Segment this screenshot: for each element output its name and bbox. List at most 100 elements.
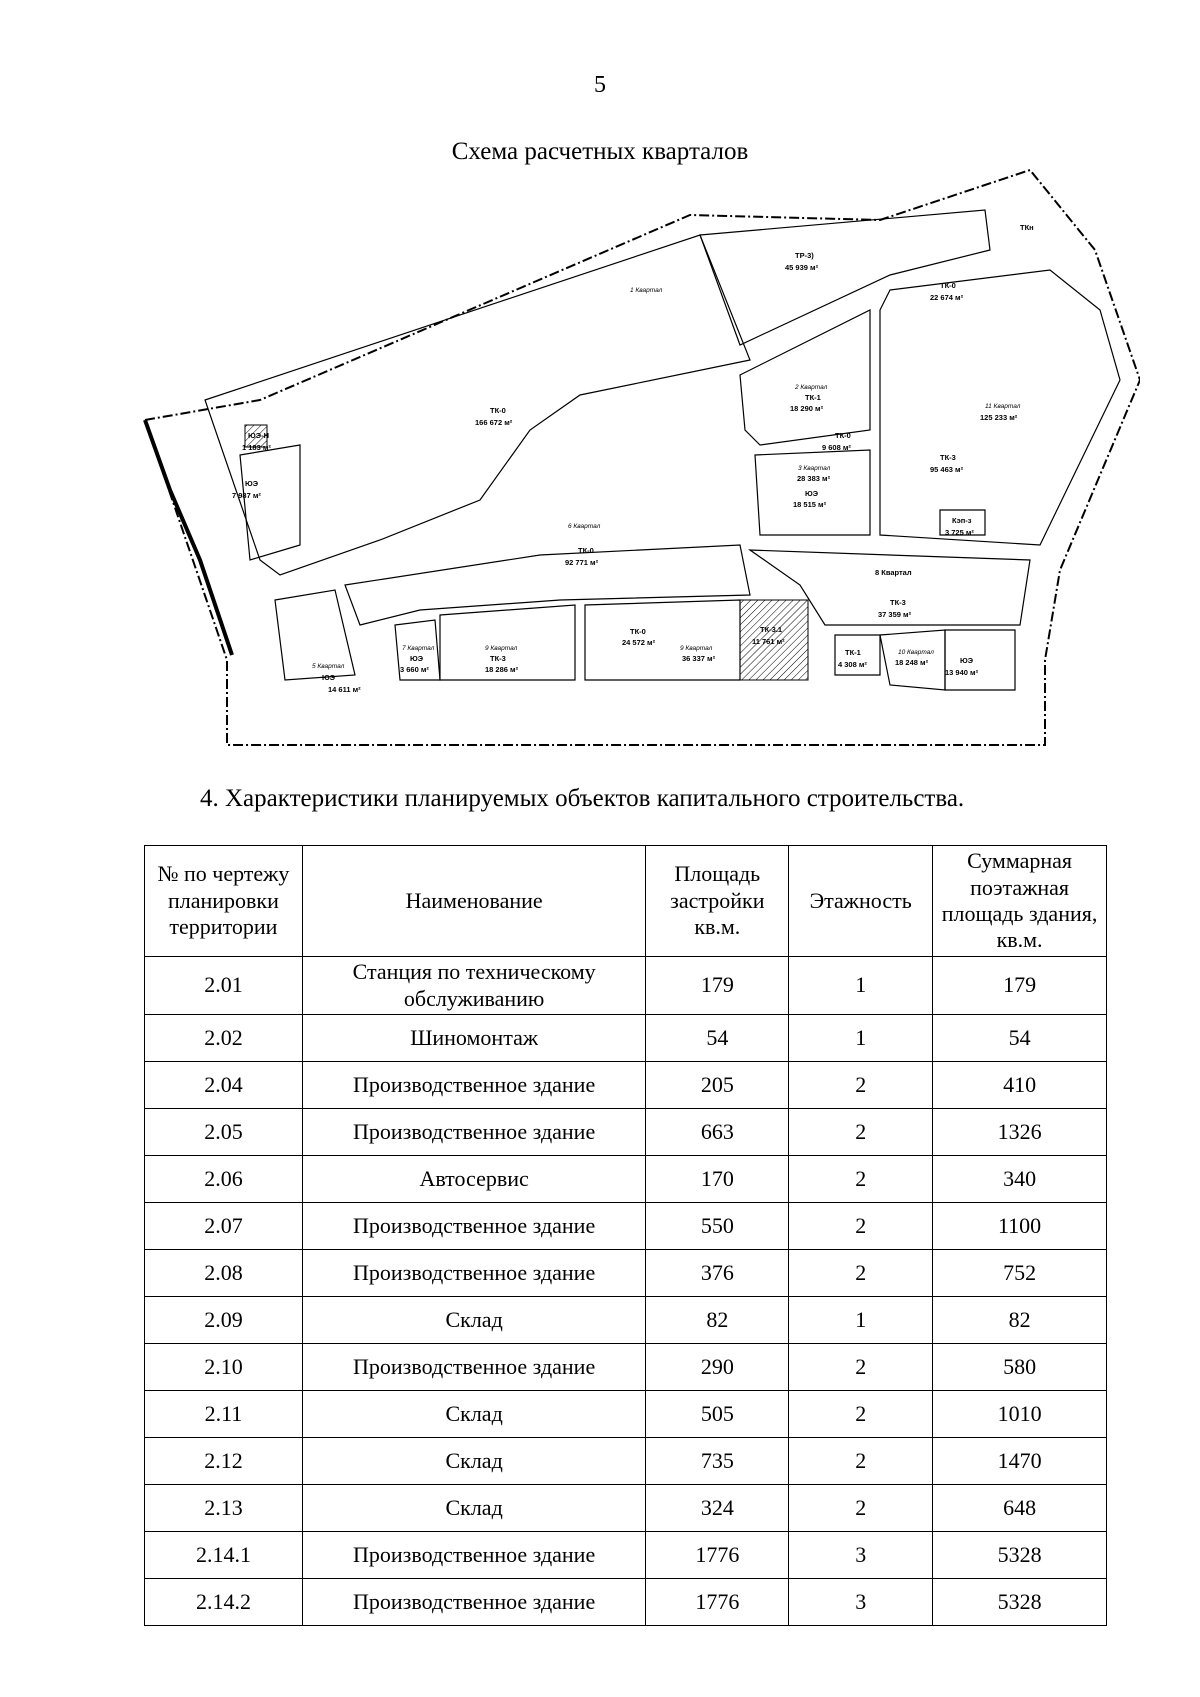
map-label: ТР-3) [795, 251, 814, 260]
cell-total: 410 [932, 1061, 1107, 1109]
map-label: 10 Квартал [898, 649, 934, 656]
cell-floors: 2 [788, 1437, 934, 1485]
map-label: 9 Квартал [485, 645, 518, 652]
cell-total: 54 [932, 1014, 1107, 1062]
map-labels: 1 Квартал ТК-0 166 672 м² ТР-3) 45 939 м… [232, 223, 1034, 694]
cell-name: Шиномонтаж [301, 1014, 647, 1062]
cell-total: 752 [932, 1249, 1107, 1297]
cell-total: 1470 [932, 1437, 1107, 1485]
cell-number: 2.06 [144, 1155, 303, 1203]
cell-area: 82 [645, 1296, 790, 1344]
cell-area: 54 [645, 1014, 790, 1062]
map-label: 28 383 м² [797, 474, 831, 483]
map-label: 6 Квартал [568, 523, 601, 530]
map-label: 45 939 м² [785, 263, 819, 272]
map-label: 166 672 м² [475, 418, 513, 427]
map-label: ТК-3 [490, 654, 506, 663]
table-header-row: № по чертежу планировки территории Наиме… [144, 845, 1107, 957]
map-label: 18 290 м² [790, 404, 824, 413]
cell-number: 2.02 [144, 1014, 303, 1062]
cell-number: 2.07 [144, 1202, 303, 1250]
cell-total: 580 [932, 1343, 1107, 1391]
map-label: 36 337 м² [682, 654, 716, 663]
boundary-thick-segment [143, 419, 234, 656]
map-label: ТК-1 [805, 393, 821, 402]
map-label: 18 248 м² [895, 658, 929, 667]
cell-floors: 2 [788, 1108, 934, 1156]
territory-boundary [143, 168, 1140, 746]
map-label: 8 Квартал [875, 568, 912, 577]
map-label: ТК-1 [845, 648, 861, 657]
map-label: ТКн [1020, 223, 1034, 232]
cell-area: 376 [645, 1249, 790, 1297]
cell-total: 340 [932, 1155, 1107, 1203]
cell-area: 1776 [645, 1531, 790, 1579]
map-label: 3 Квартал [798, 465, 831, 472]
map-label: 18 286 м² [485, 665, 519, 674]
map-label: 11 761 м² [752, 637, 785, 646]
quarters-scheme-map: 1 Квартал ТК-0 166 672 м² ТР-3) 45 939 м… [143, 168, 1140, 746]
cell-total: 648 [932, 1484, 1107, 1532]
scheme-title: Схема расчетных кварталов [451, 138, 749, 165]
cell-number: 2.12 [144, 1437, 303, 1485]
map-label: ЮЭ [322, 673, 336, 682]
cell-area: 735 [645, 1437, 790, 1485]
map-label: 92 771 м² [565, 558, 599, 567]
cell-number: 2.05 [144, 1108, 303, 1156]
map-label: 22 674 м² [930, 293, 964, 302]
cell-floors: 2 [788, 1249, 934, 1297]
map-label: 18 515 м² [793, 500, 827, 509]
cell-floors: 1 [788, 1014, 934, 1062]
header-number: № по чертежу планировки территории [144, 845, 303, 957]
map-label: 9 Квартал [680, 645, 713, 652]
map-label: 1 Квартал [630, 287, 663, 294]
hatched-parcel-tk31 [739, 599, 809, 681]
map-label: 13 940 м² [945, 668, 979, 677]
cell-floors: 1 [788, 956, 934, 1015]
cell-area: 1776 [645, 1578, 790, 1626]
cell-name: Производственное здание [301, 1108, 647, 1156]
cell-area: 324 [645, 1484, 790, 1532]
section-heading: 4. Характеристики планируемых объектов к… [200, 785, 965, 812]
cell-name: Склад [301, 1296, 647, 1344]
map-label: 95 463 м² [930, 465, 964, 474]
cell-name: Производственное здание [301, 1202, 647, 1250]
cell-floors: 2 [788, 1061, 934, 1109]
cell-number: 2.01 [144, 956, 303, 1015]
cell-area: 170 [645, 1155, 790, 1203]
map-label: 24 572 м² [622, 638, 656, 647]
map-label: Кэп-з [952, 516, 972, 525]
map-label: ТК-0 [940, 281, 956, 290]
map-label: ЮЭ-Н [248, 431, 269, 440]
cell-name: Производственное здание [301, 1531, 647, 1579]
cell-floors: 2 [788, 1202, 934, 1250]
header-name: Наименование [301, 845, 647, 957]
map-label: 2 Квартал [794, 384, 828, 391]
map-label: ЮЭ [245, 479, 259, 488]
map-label: 9 608 м² [822, 443, 851, 452]
map-label: 125 233 м² [980, 413, 1018, 422]
map-label: 1 183 м² [242, 443, 271, 452]
cell-floors: 1 [788, 1296, 934, 1344]
cell-number: 2.13 [144, 1484, 303, 1532]
cell-name: Склад [301, 1484, 647, 1532]
cell-name: Автосервис [301, 1155, 647, 1203]
map-label: ТК-0 [630, 627, 646, 636]
map-label: 11 Квартал [985, 403, 1021, 410]
cell-number: 2.14.1 [144, 1531, 303, 1579]
cell-name: Производственное здание [301, 1578, 647, 1626]
cell-area: 550 [645, 1202, 790, 1250]
map-label: 14 611 м² [328, 685, 361, 694]
map-label: ТК-3 [890, 598, 906, 607]
cell-area: 179 [645, 956, 790, 1015]
